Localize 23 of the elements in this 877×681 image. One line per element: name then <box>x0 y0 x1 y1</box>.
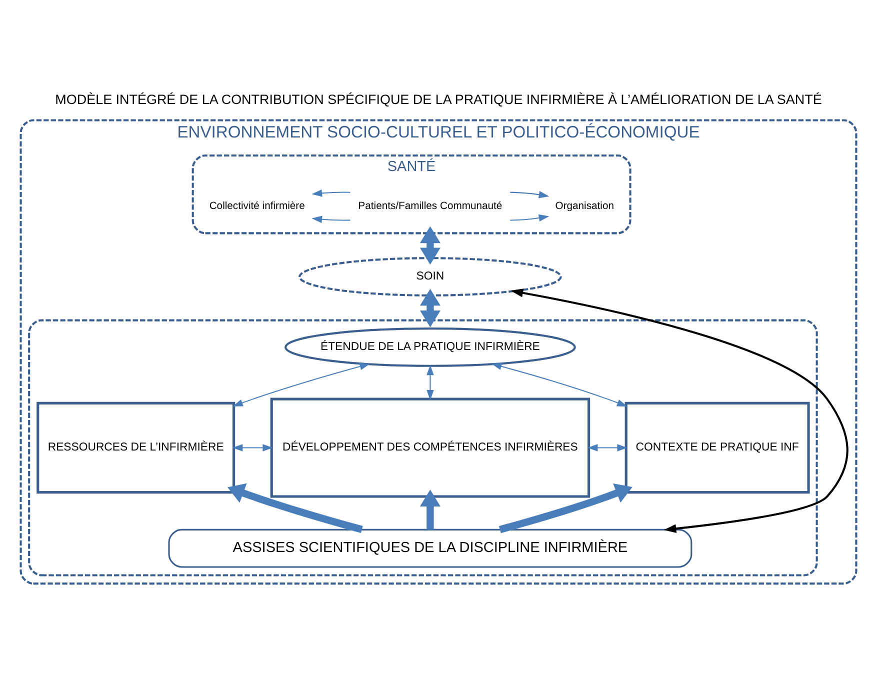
arrow <box>312 216 350 224</box>
arrow <box>491 362 628 407</box>
arrow <box>510 191 550 198</box>
arrow <box>312 190 350 197</box>
arrow <box>426 364 434 400</box>
arrow <box>232 363 370 406</box>
arrow <box>510 288 848 533</box>
node-box: DÉVELOPPEMENT DES COMPÉTENCES INFIRMIÈRES <box>270 398 590 498</box>
arrow <box>232 444 274 452</box>
arrow <box>420 288 440 328</box>
arrow <box>510 214 550 222</box>
node-text: Organisation <box>555 200 614 212</box>
arrow <box>587 444 628 452</box>
arrow <box>420 490 440 530</box>
diagram-title: MODÈLE INTÉGRÉ DE LA CONTRIBUTION SPÉCIFIQUE DE LA PRATIQUE INFIRMIÈRE À L’AMÉLIORATION DE LA SANTÉ <box>55 92 822 108</box>
node-text: Patients/Familles Communauté <box>358 200 502 212</box>
arrow <box>420 226 440 265</box>
node-text: Collectivité infirmière <box>209 200 305 212</box>
node-box: ASSISES SCIENTIFIQUES DE LA DISCIPLINE INFIRMIÈRE <box>168 528 692 568</box>
node-box: RESSOURCES DE L’INFIRMIÈRE <box>36 402 236 494</box>
node-box: CONTEXTE DE PRATIQUE INF <box>624 402 810 494</box>
node-ellipse: ÉTENDUE DE LA PRATIQUE INFIRMIÈRE <box>284 328 576 367</box>
cluster <box>28 319 818 576</box>
